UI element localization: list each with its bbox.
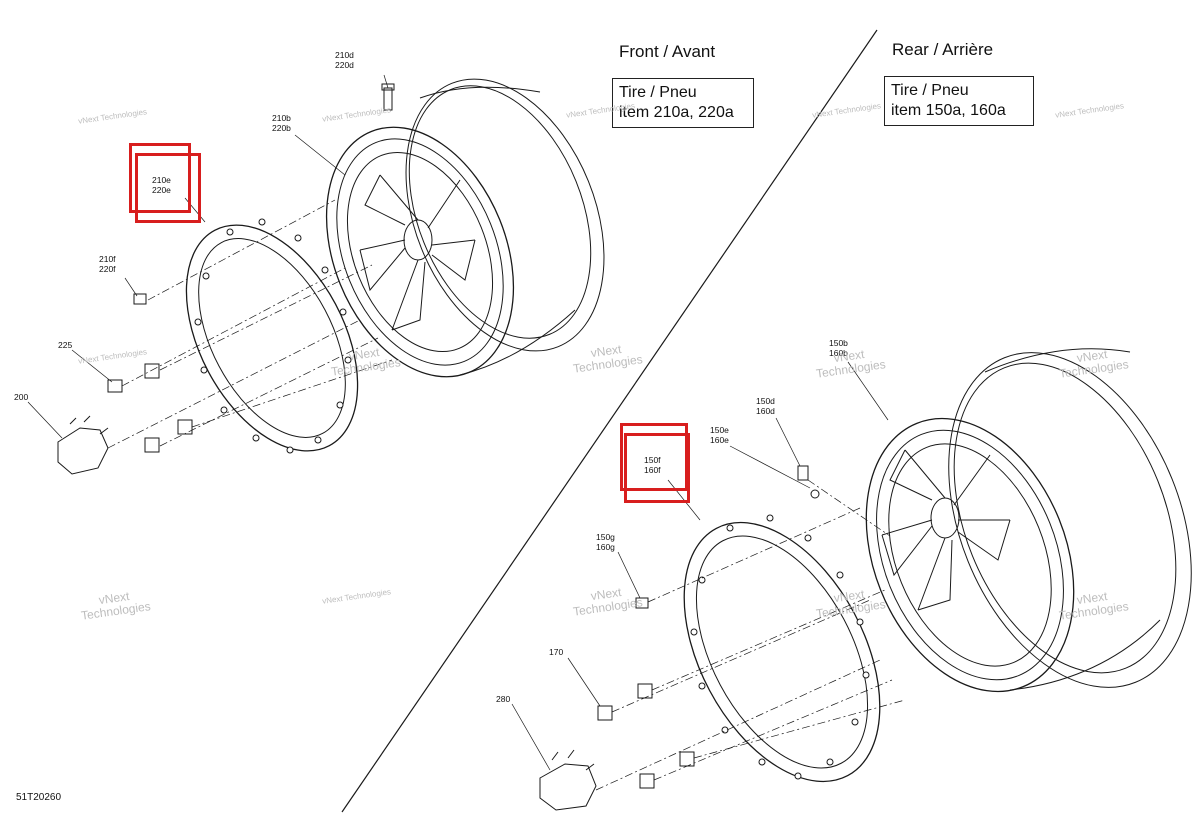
front-heading: Front / Avant bbox=[619, 42, 716, 61]
rear-tire-box: Tire / Pneu item 150a, 160a bbox=[884, 76, 1034, 126]
highlight-box-210e-outer bbox=[129, 143, 191, 213]
front-hub-cap bbox=[57, 415, 109, 475]
rear-tire-items: item 150a, 160a bbox=[891, 102, 1006, 119]
rear-valve-parts bbox=[797, 465, 820, 499]
rear-tire bbox=[948, 348, 1192, 691]
highlight-box-150f-inner bbox=[624, 433, 690, 503]
front-leaders bbox=[27, 74, 389, 439]
callout-225[interactable]: 225 bbox=[58, 340, 73, 350]
figure-id: 51T20260 bbox=[16, 792, 62, 803]
highlight-box-150f-outer bbox=[620, 423, 688, 491]
callout-170[interactable]: 170 bbox=[549, 647, 564, 657]
rear-tire-label: Tire / Pneu bbox=[891, 82, 969, 99]
rear-ring-bolts bbox=[690, 514, 870, 780]
front-lug-nuts bbox=[107, 293, 193, 453]
rear-axis-lines bbox=[595, 479, 906, 791]
rear-beadlock-ring bbox=[683, 521, 881, 783]
callout-280[interactable]: 280 bbox=[496, 694, 511, 704]
callout-200[interactable]: 200 bbox=[14, 392, 29, 402]
rear-leaders bbox=[511, 361, 889, 771]
front-tire-items: item 210a, 220a bbox=[619, 104, 734, 121]
front-axis-lines bbox=[107, 199, 393, 449]
rear-hub-cap bbox=[539, 749, 597, 811]
highlight-box-210e-inner bbox=[135, 153, 201, 223]
front-tire-label: Tire / Pneu bbox=[619, 84, 697, 101]
rear-rim bbox=[865, 417, 1075, 693]
front-beadlock-ring bbox=[185, 224, 359, 452]
section-divider bbox=[341, 29, 878, 813]
front-tire-box: Tire / Pneu item 210a, 220a bbox=[612, 78, 754, 128]
front-ring-bolts bbox=[194, 218, 352, 454]
front-rim bbox=[325, 126, 515, 378]
rear-heading: Rear / Arrière bbox=[892, 40, 994, 59]
rear-lug-nuts bbox=[597, 597, 695, 789]
front-tire bbox=[405, 78, 605, 376]
